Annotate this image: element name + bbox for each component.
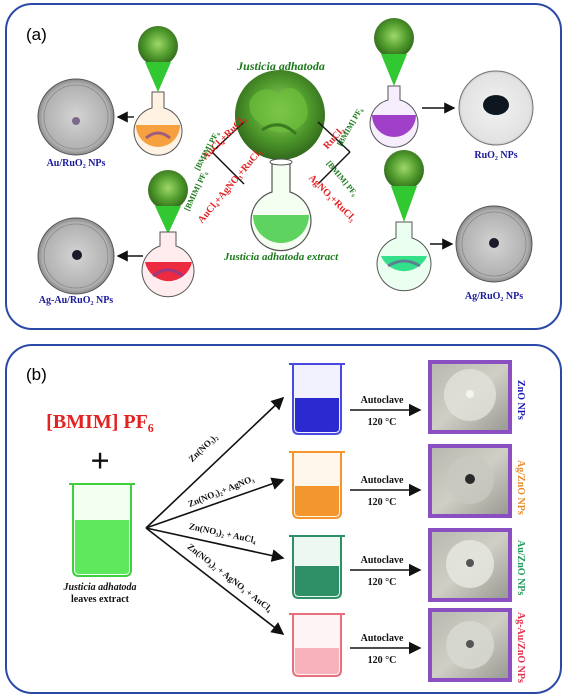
product-ruo2: RuO₂ NPs (474, 150, 517, 161)
flask-ag-ruo2 (376, 150, 432, 292)
temperature-label: 120 °C (368, 417, 397, 428)
extract-beaker (69, 483, 135, 577)
photo-zno (428, 360, 512, 434)
beaker-au-zno (289, 535, 345, 599)
ionic-liquid-title: [BMIM] PF₆ (46, 411, 154, 433)
product-ag-au-zno: Ag-Au/ZnO NPs (515, 612, 526, 683)
extract-label-text: Justicia adhatoda extract (223, 251, 339, 263)
autoclave-label: Autoclave (361, 555, 404, 566)
extract-line-1: Justicia adhatoda (62, 582, 136, 593)
autoclave-arrows (350, 403, 422, 655)
product-ag-au-ruo2: Ag-Au/RuO₂ NPs (39, 295, 114, 306)
photo-ag-zno (428, 444, 512, 518)
extract-line-2: leaves extract (71, 594, 130, 605)
panel-a-arrows (116, 102, 456, 262)
autoclave-label: Autoclave (361, 633, 404, 644)
central-extract-flask (250, 158, 312, 252)
product-zno: ZnO NPs (515, 380, 526, 420)
panel-a-connectors (211, 121, 351, 185)
central-plant (235, 70, 325, 160)
product-au-zno: Au/ZnO NPs (515, 540, 526, 595)
panel-a-label: (a) (26, 25, 47, 44)
plant-name-label: Justicia adhatoda (236, 59, 325, 73)
dish-au-ruo2 (37, 78, 115, 156)
temperature-label: 120 °C (368, 497, 397, 508)
photo-au-zno (428, 528, 512, 602)
panel-b-frame (5, 344, 562, 694)
flask-ruo2 (369, 18, 419, 148)
extract-label: Justicia adhatoda extract (223, 251, 339, 263)
temperature-label: 120 °C (368, 577, 397, 588)
dish-ruo2 (458, 70, 534, 146)
beaker-ag-au-zno (289, 613, 345, 677)
autoclave-label: Autoclave (361, 395, 404, 406)
photo-ag-au-zno (428, 608, 512, 682)
product-ag-zno: Ag/ZnO NPs (515, 460, 526, 515)
plus-sign: + (90, 443, 109, 480)
temperature-label: 120 °C (368, 655, 397, 666)
panel-b-fan-arrows (145, 396, 285, 635)
flask-au-ruo2 (133, 26, 183, 156)
dish-ag-ruo2 (455, 205, 533, 283)
product-ag-ruo2: Ag/RuO₂ NPs (465, 291, 523, 302)
beaker-ag-zno (289, 451, 345, 519)
panel-b-label: (b) (26, 365, 47, 384)
beaker-zno (289, 363, 345, 435)
autoclave-labels: Autoclave 120 °C Autoclave 120 °C Autocl… (361, 395, 404, 666)
autoclave-label: Autoclave (361, 475, 404, 486)
product-au-ruo2: Au/RuO₂ NPs (47, 158, 106, 169)
dish-ag-au-ruo2 (37, 217, 115, 295)
flask-ag-au-ruo2 (141, 170, 195, 298)
